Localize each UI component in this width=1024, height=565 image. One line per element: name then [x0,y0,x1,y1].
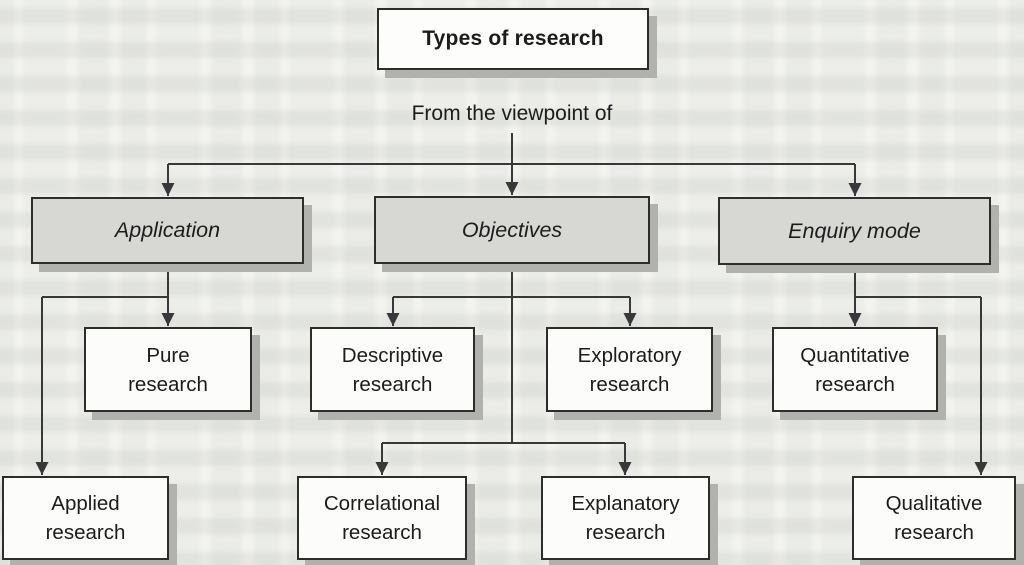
correlational-research-box: Correlational research [297,476,467,560]
descriptive-research-label-line1: Descriptive [341,343,444,367]
application-category-box: Application [31,197,304,264]
qualitative-research-box: Qualitative research [852,476,1016,560]
quantitative-research-box: Quantitative research [772,327,938,412]
pure-research-box: Pure research [84,327,252,412]
pure-research-label-line2: research [128,372,208,396]
applied-research-box: Applied research [2,476,169,560]
objectives-category-label: Objectives [461,217,563,242]
pure-research-label-line1: Pure [146,343,190,367]
correlational-research-label-line2: research [342,521,422,544]
correlational-research-label-line1: Correlational [323,492,441,515]
explanatory-research-label-line1: Explanatory [571,492,680,515]
exploratory-research-box: Exploratory research [546,327,713,412]
types-of-research-box: Types of research [377,8,649,70]
applied-research-label-line2: research [45,521,126,544]
exploratory-research-label-line2: research [589,372,670,396]
descriptive-research-box: Descriptive research [310,327,475,412]
viewpoint-label: From the viewpoint of [411,102,613,125]
explanatory-research-label-line2: research [585,521,666,544]
explanatory-research-box: Explanatory research [541,476,710,560]
descriptive-research-label-line2: research [352,372,433,396]
qualitative-research-label-line1: Qualitative [885,492,983,515]
application-category-label: Application [114,218,221,242]
enquiry-mode-category-label: Enquiry mode [788,218,921,243]
qualitative-research-label-line2: research [894,521,974,544]
enquiry-mode-category-box: Enquiry mode [718,197,991,265]
quantitative-research-label-line2: research [815,372,895,396]
exploratory-research-label-line1: Exploratory [577,343,682,367]
diagram-title: Types of research [422,27,604,50]
applied-research-label-line1: Applied [51,492,120,515]
quantitative-research-label-line1: Quantitative [800,343,910,367]
objectives-category-box: Objectives [374,196,650,264]
